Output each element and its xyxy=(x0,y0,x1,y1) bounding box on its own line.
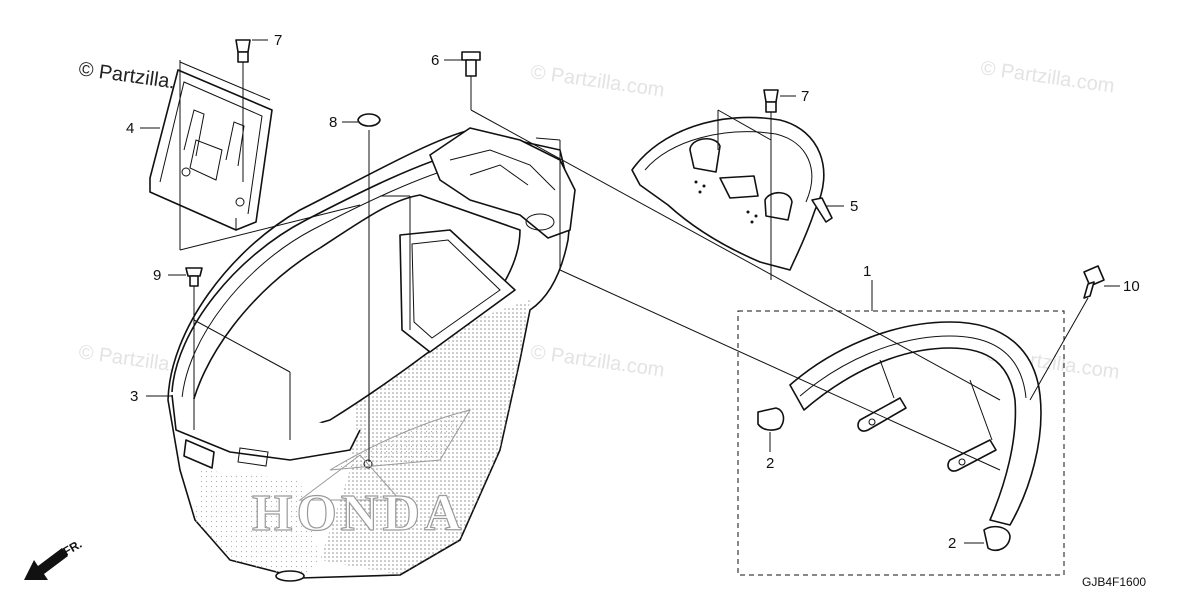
part-6-bolt[interactable] xyxy=(461,51,481,77)
part-9-screw[interactable] xyxy=(185,267,203,287)
callout-7: 7 xyxy=(801,88,809,105)
watermark: © Partzilla.com xyxy=(529,341,666,382)
callout-3: 3 xyxy=(130,388,138,405)
watermark: © Partzilla.com xyxy=(979,57,1116,98)
diagram-code: GJB4F1600 xyxy=(1082,575,1146,589)
callout-2: 2 xyxy=(948,535,956,552)
part-3-luggage-box[interactable]: HONDA xyxy=(167,127,576,582)
part-1-assembly-box xyxy=(737,310,1065,576)
callouts: 1 2 2 3 4 5 6 7 7 8 9 10 xyxy=(126,32,1140,552)
callout-4: 4 xyxy=(126,120,134,137)
part-5-cover[interactable] xyxy=(631,116,833,271)
callout-1: 1 xyxy=(863,263,871,280)
watermark: © Partzilla.com xyxy=(529,61,666,102)
callout-8: 8 xyxy=(329,114,337,131)
part-7-clip[interactable] xyxy=(763,89,779,113)
leader-lines xyxy=(140,39,1120,544)
part-2-cap[interactable] xyxy=(983,525,1011,552)
callout-2: 2 xyxy=(766,455,774,472)
callout-9: 9 xyxy=(153,267,161,284)
callout-5: 5 xyxy=(850,198,858,215)
part-10-bolt[interactable] xyxy=(1083,265,1105,299)
part-1-handle[interactable] xyxy=(789,321,1042,526)
callout-7: 7 xyxy=(274,32,282,49)
part-4-bracket[interactable] xyxy=(149,69,273,231)
part-7-clip[interactable] xyxy=(235,39,251,63)
honda-wing-logo xyxy=(298,409,472,501)
callout-6: 6 xyxy=(431,52,439,69)
honda-wordmark: HONDA xyxy=(252,485,466,542)
front-direction-arrow-icon xyxy=(24,548,68,580)
part-8-plug[interactable] xyxy=(357,113,381,127)
callout-10: 10 xyxy=(1123,278,1140,295)
part-2-cap[interactable] xyxy=(757,407,785,431)
